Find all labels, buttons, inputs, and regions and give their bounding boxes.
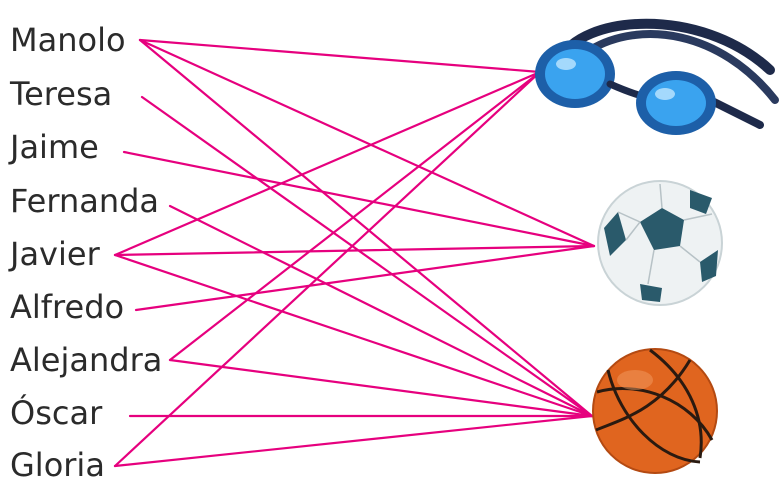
line-manolo-goggles — [138, 38, 542, 74]
line-javier-basketball — [113, 253, 594, 418]
name-teresa: Teresa — [10, 75, 113, 113]
name-jaime: Jaime — [10, 128, 99, 166]
soccer-ball-icon — [597, 180, 723, 306]
line-javier-ball — [113, 244, 596, 257]
line-fernanda-basketball — [168, 204, 594, 418]
line-alejandra-basketball — [168, 358, 594, 418]
line-manolo-ball — [138, 38, 596, 248]
line-gloria-basketball — [113, 414, 594, 468]
name-oscar: Óscar — [10, 394, 103, 432]
basketball-icon — [592, 348, 718, 474]
name-alfredo: Alfredo — [10, 288, 125, 326]
line-manolo-basketball — [138, 38, 594, 418]
line-javier-goggles — [113, 70, 542, 257]
line-gloria-goggles — [113, 70, 542, 468]
line-jaime-ball — [122, 150, 596, 248]
name-alejandra: Alejandra — [10, 341, 163, 379]
name-gloria: Gloria — [10, 446, 105, 484]
line-teresa-basketball — [140, 95, 594, 418]
line-alejandra-goggles — [168, 70, 542, 362]
swim-goggles-icon — [535, 18, 779, 135]
name-fernanda: Fernanda — [10, 182, 160, 220]
name-javier: Javier — [10, 235, 100, 273]
connection-lines — [113, 38, 596, 468]
line-alfredo-ball — [134, 244, 596, 312]
name-manolo: Manolo — [10, 21, 126, 59]
